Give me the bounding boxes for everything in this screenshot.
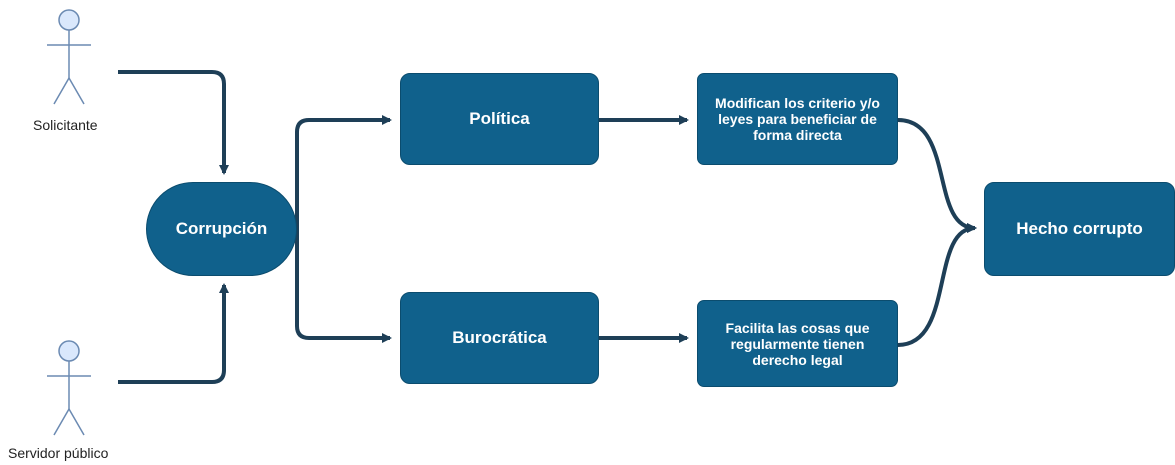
- node-hecho-corrupto: Hecho corrupto: [984, 182, 1175, 276]
- edge-corrupcion-burocratica: [295, 228, 392, 343]
- node-facilita: Facilita las cosas que regularmente tien…: [697, 300, 898, 387]
- actor-solicitante-figure: [47, 9, 91, 105]
- node-corrupcion: Corrupción: [146, 182, 297, 276]
- edge-facilita-hecho: [897, 223, 977, 347]
- actor-servidor-figure: [47, 340, 91, 436]
- edge-corrupcion-politica: [295, 115, 392, 228]
- edge-modifican-hecho: [897, 118, 977, 233]
- actor-servidor-label: Servidor público: [8, 445, 109, 461]
- edge-servidor-corrupcion: [118, 283, 229, 384]
- edge-solicitante-corrupcion: [118, 70, 229, 175]
- node-burocratica: Burocrática: [400, 292, 599, 384]
- node-politica: Política: [400, 73, 599, 165]
- node-modifican: Modifican los criterio y/o leyes para be…: [697, 73, 898, 165]
- actor-solicitante-label: Solicitante: [33, 117, 98, 133]
